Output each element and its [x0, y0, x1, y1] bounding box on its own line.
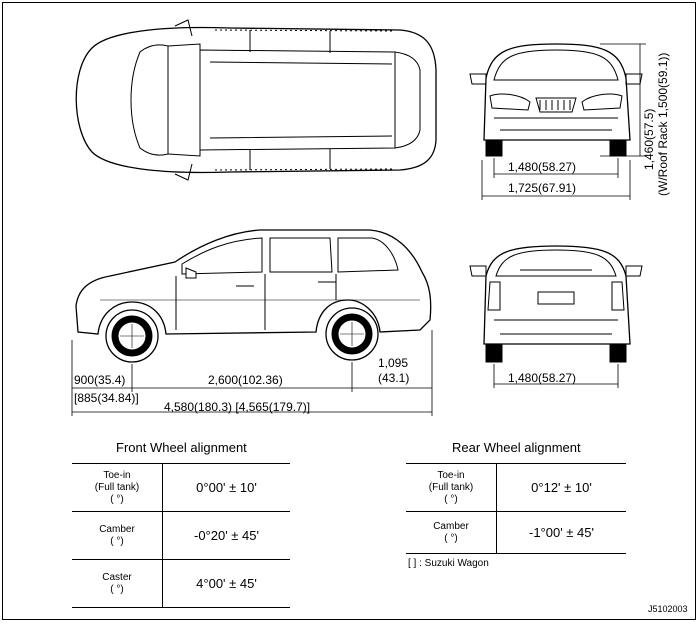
wheelbase-label: 2,600(102.36) [208, 373, 283, 387]
height-label: 1,460(57.5) [642, 108, 656, 170]
rear-toe-in-param: Toe-in (Full tank) ( °) [406, 463, 497, 512]
rear-camber-param: Camber ( °) [406, 511, 497, 554]
front-track-label: 1,480(58.27) [508, 160, 577, 174]
car-top-view [75, 19, 437, 181]
table-row: Camber ( °) -1°00' ± 45' [406, 511, 626, 554]
suzuki-wagon-note: [ ] : Suzuki Wagon [408, 558, 489, 569]
toe-in-value: 0°00' ± 10' [162, 463, 290, 512]
overall-width-label: 1,725(67.91) [508, 181, 577, 195]
front-alignment-title: Front Wheel alignment [116, 440, 247, 455]
table-row: Toe-in (Full tank) ( °) 0°00' ± 10' [72, 463, 290, 512]
caster-value: 4°00' ± 45' [162, 559, 290, 608]
toe-in-param: Toe-in (Full tank) ( °) [72, 463, 163, 512]
camber-value: -0°20' ± 45' [162, 511, 290, 560]
table-row: Toe-in (Full tank) ( °) 0°12' ± 10' [406, 463, 626, 512]
rear-track-label: 1,480(58.27) [508, 371, 577, 385]
rear-overhang-in-label: (43.1) [378, 371, 410, 385]
car-side-view [75, 229, 432, 363]
caster-param: Caster ( °) [72, 559, 163, 608]
rear-overhang-mm-label: 1,095 [378, 356, 409, 370]
height-roof-rack-label: (W/Roof Rack 1,500(59.1)) [656, 52, 670, 196]
rear-toe-in-value: 0°12' ± 10' [496, 463, 626, 512]
front-overhang-alt-label: [885(34.84)] [74, 391, 139, 405]
figure-code: J5102003 [648, 604, 688, 614]
camber-param: Camber ( °) [72, 511, 163, 560]
front-overhang-label: 900(35.4) [74, 373, 126, 387]
dimension-lines [71, 43, 646, 416]
table-row: Caster ( °) 4°00' ± 45' [72, 559, 290, 608]
car-rear-view [469, 245, 643, 363]
table-row: Camber ( °) -0°20' ± 45' [72, 511, 290, 560]
rear-alignment-table: Toe-in (Full tank) ( °) 0°12' ± 10' Camb… [406, 463, 626, 554]
overall-length-label: 4,580(180.3) [4,565(179.7)] [164, 400, 311, 414]
front-alignment-table: Toe-in (Full tank) ( °) 0°00' ± 10' Camb… [72, 463, 290, 608]
car-front-view [469, 43, 643, 157]
rear-alignment-title: Rear Wheel alignment [452, 440, 581, 455]
rear-camber-value: -1°00' ± 45' [496, 511, 626, 554]
